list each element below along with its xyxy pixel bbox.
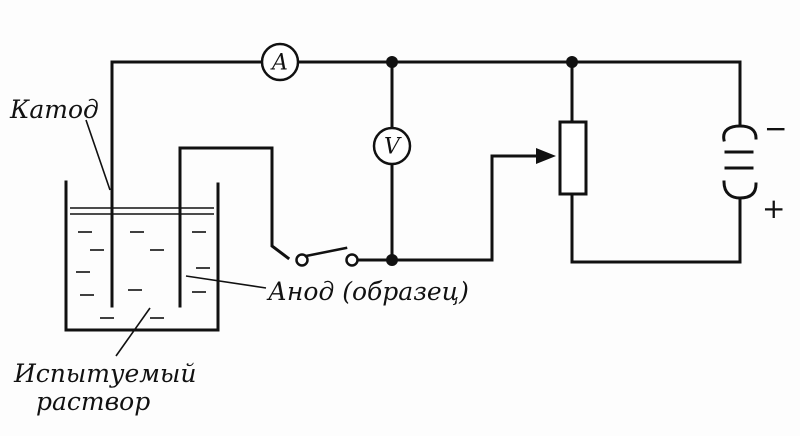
switch bbox=[295, 246, 392, 267]
ammeter-label: A bbox=[270, 51, 288, 76]
junction-dot-top-left bbox=[386, 56, 398, 68]
solution-label-line2: раствор bbox=[36, 387, 150, 416]
battery-positive-sign: + bbox=[762, 192, 785, 225]
top-wire bbox=[296, 60, 742, 128]
ammeter: A bbox=[260, 42, 300, 82]
beaker bbox=[64, 180, 220, 332]
solution-leader bbox=[115, 307, 151, 357]
solution-label-line1: Испытуемый bbox=[13, 359, 196, 388]
battery-negative-sign: − bbox=[764, 112, 787, 145]
slider-wire bbox=[390, 154, 550, 262]
rheostat bbox=[558, 60, 742, 264]
anode-label: Анод (образец) bbox=[266, 277, 469, 306]
voltmeter-label: V bbox=[384, 135, 402, 160]
cathode-leader bbox=[85, 119, 111, 191]
anode-electrode bbox=[178, 146, 291, 308]
junction-dot-bottom bbox=[386, 254, 398, 266]
slider-arrow bbox=[536, 148, 556, 164]
ammeter-circle bbox=[260, 42, 300, 82]
anode-leader bbox=[185, 275, 267, 289]
cathode-electrode bbox=[110, 60, 264, 308]
voltmeter: V bbox=[372, 126, 412, 166]
voltmeter-circle bbox=[372, 126, 412, 166]
battery: − + bbox=[722, 112, 787, 225]
cathode-label: Катод bbox=[9, 95, 99, 124]
junction-dot-top-right bbox=[566, 56, 578, 68]
solution-dashes bbox=[76, 231, 210, 319]
